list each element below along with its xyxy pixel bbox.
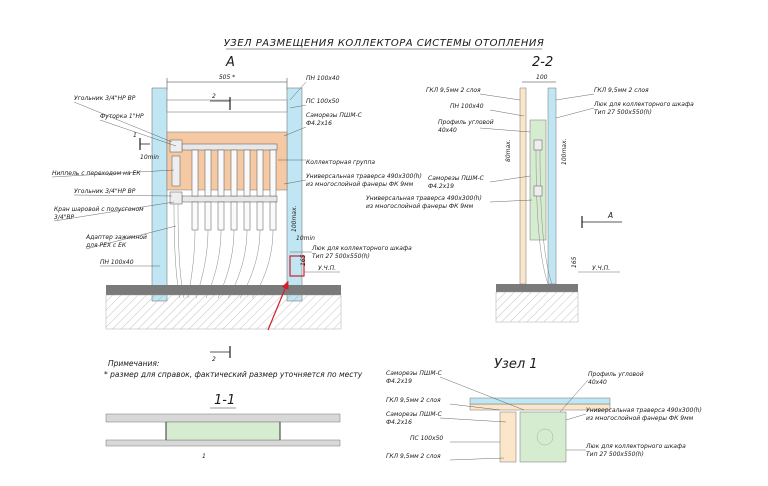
lbl-100max: 100max. <box>291 205 298 232</box>
cut-2-bottom: 2 <box>212 356 216 363</box>
n1-lyuk: Люк для коллекторного шкафа <box>585 443 686 450</box>
lbl22-profil2: 40х40 <box>438 127 457 134</box>
lbl22-profil: Профиль угловой <box>438 119 494 126</box>
view-a-label: А <box>225 55 235 70</box>
manifold-bottom <box>181 195 278 203</box>
n1-gkl2: ГКЛ 9,5мм 2 слоя <box>386 453 441 460</box>
view-1-1: 1-1 1 <box>105 393 341 460</box>
n1-lyuk2: Тип 27 500х550(h) <box>586 451 644 458</box>
notes-header: Примечания: <box>108 359 159 368</box>
lbl-lyuk: Люк для коллекторного шкафа <box>311 245 412 252</box>
dim-165-highlight <box>289 255 305 277</box>
lbl-nippel: Ниппель с переходом на ЕК <box>52 170 141 177</box>
view-2-2-label: 2-2 <box>532 55 553 70</box>
lbl-lyuk2: Тип 27 500х550(h) <box>312 253 370 260</box>
lbl22-gkl1: ГКЛ 9,5мм 2 слоя <box>426 87 481 94</box>
lbl-kollektor: Коллекторная группа <box>306 159 375 166</box>
floor-slab <box>106 285 341 295</box>
view-1-1-label: 1-1 <box>214 393 235 408</box>
lbl22-lyuk: Люк для коллекторного шкафа <box>593 101 694 108</box>
lbl22-gkl2: ГКЛ 9,5мм 2 слоя <box>594 87 649 94</box>
lbl22-a: А <box>607 211 613 220</box>
view-a-width-dim: 505 * <box>219 74 235 81</box>
collector-board <box>166 131 288 191</box>
n1-samorezyb: Саморезы ПШМ-С <box>386 411 443 418</box>
n1-travers2: из многослойной фанеры ФК 9мм <box>586 415 694 422</box>
view-1-1-mark: 1 <box>202 453 206 460</box>
lbl-ugolnik2: Угольник 3/4"НР ВР <box>74 188 136 195</box>
lbl-uchp: У.Ч.П. <box>318 265 336 272</box>
n1-samorezy2: Ф4.2х19 <box>386 378 412 385</box>
node-1-label: Узел 1 <box>494 357 538 372</box>
top-beam <box>166 99 288 113</box>
lbl22-lyuk2: Тип 27 500х550(h) <box>594 109 652 116</box>
lbl-10min-b: 10min <box>296 235 315 242</box>
lbl-adapter: Адаптер зажимной <box>85 234 147 241</box>
notes-line1: * размер для справок, фактический размер… <box>104 370 363 379</box>
manifold-top <box>181 143 278 151</box>
view-2-2: 2-2 100 ГКЛ 9,5мм 2 слоя ПН 100х40 Профи… <box>366 55 694 323</box>
lbl22-travers: Универсальная траверса 490х300(h) <box>366 195 482 202</box>
view-2-2-width-dim: 100 <box>536 74 548 81</box>
lbl22-samorezy2: Ф4.2х19 <box>428 183 454 190</box>
lbl-adapter2: для PEX с ЕК <box>85 242 127 249</box>
lbl-futorka: Футорка 1"НР <box>100 113 144 120</box>
highlight-arrow <box>267 280 289 331</box>
wall-right <box>286 87 303 302</box>
lbl-ps: ПС 100х50 <box>306 98 339 105</box>
collector-outlets <box>191 149 277 231</box>
lbl22-uchp: У.Ч.П. <box>592 265 610 272</box>
lbl-kran: Кран шаровой с полусгоном <box>54 206 144 213</box>
view-a: А 505 * 2 1 <box>51 55 422 363</box>
lbl-travers2: из многослойной фанеры ФК 9мм <box>306 181 414 188</box>
lbl22-165: 165 <box>571 256 578 268</box>
n1-ps: ПС 100х50 <box>410 435 443 442</box>
node-1: Узел 1 Саморезы ПШМ-С Ф4.2х19 ГКЛ 9,5мм … <box>386 357 702 463</box>
sheet-title: УЗЕЛ РАЗМЕЩЕНИЯ КОЛЛЕКТОРА СИСТЕМЫ ОТОПЛ… <box>224 38 545 49</box>
floor-base <box>105 294 342 330</box>
lbl-10min-a: 10min <box>140 154 159 161</box>
notes: Примечания: * размер для справок, фактич… <box>104 359 363 379</box>
wall-left <box>151 87 168 302</box>
n1-profil2: 40х40 <box>588 379 607 386</box>
lbl22-travers2: из многослойной фанеры ФК 9мм <box>366 203 474 210</box>
lbl-ugolnik1: Угольник 3/4"НР ВР <box>74 95 136 102</box>
lbl22-samorezy: Саморезы ПШМ-С <box>428 175 485 182</box>
n1-samorezy: Саморезы ПШМ-С <box>386 370 443 377</box>
n1-profil: Профиль угловой <box>588 371 644 378</box>
lbl-samorezy2: Ф4.2х16 <box>306 120 332 127</box>
cut-1-left: 1 <box>133 132 137 139</box>
lbl-travers: Универсальная траверса 490х300(h) <box>306 173 422 180</box>
n1-samorezyb2: Ф4.2х16 <box>386 419 412 426</box>
lbl-samorezy: Саморезы ПШМ-С <box>306 112 363 119</box>
lbl-165-a: 165 <box>300 254 307 266</box>
n1-travers: Универсальная траверса 490х300(h) <box>586 407 702 414</box>
lbl-kran2: 3/4"ВР <box>54 214 75 221</box>
n1-gkl1: ГКЛ 9,5мм 2 слоя <box>386 397 441 404</box>
traverse-board-node1 <box>519 411 567 463</box>
lbl-pn-right: ПН 100х40 <box>306 75 340 82</box>
lbl22-80max: 80max. <box>505 139 512 162</box>
lbl22-100max: 100max. <box>561 138 568 165</box>
lbl22-pn: ПН 100х40 <box>450 103 484 110</box>
lbl-pn-left: ПН 100х40 <box>100 259 134 266</box>
cut-2-top: 2 <box>212 93 216 100</box>
traverse-board-11 <box>165 421 281 441</box>
